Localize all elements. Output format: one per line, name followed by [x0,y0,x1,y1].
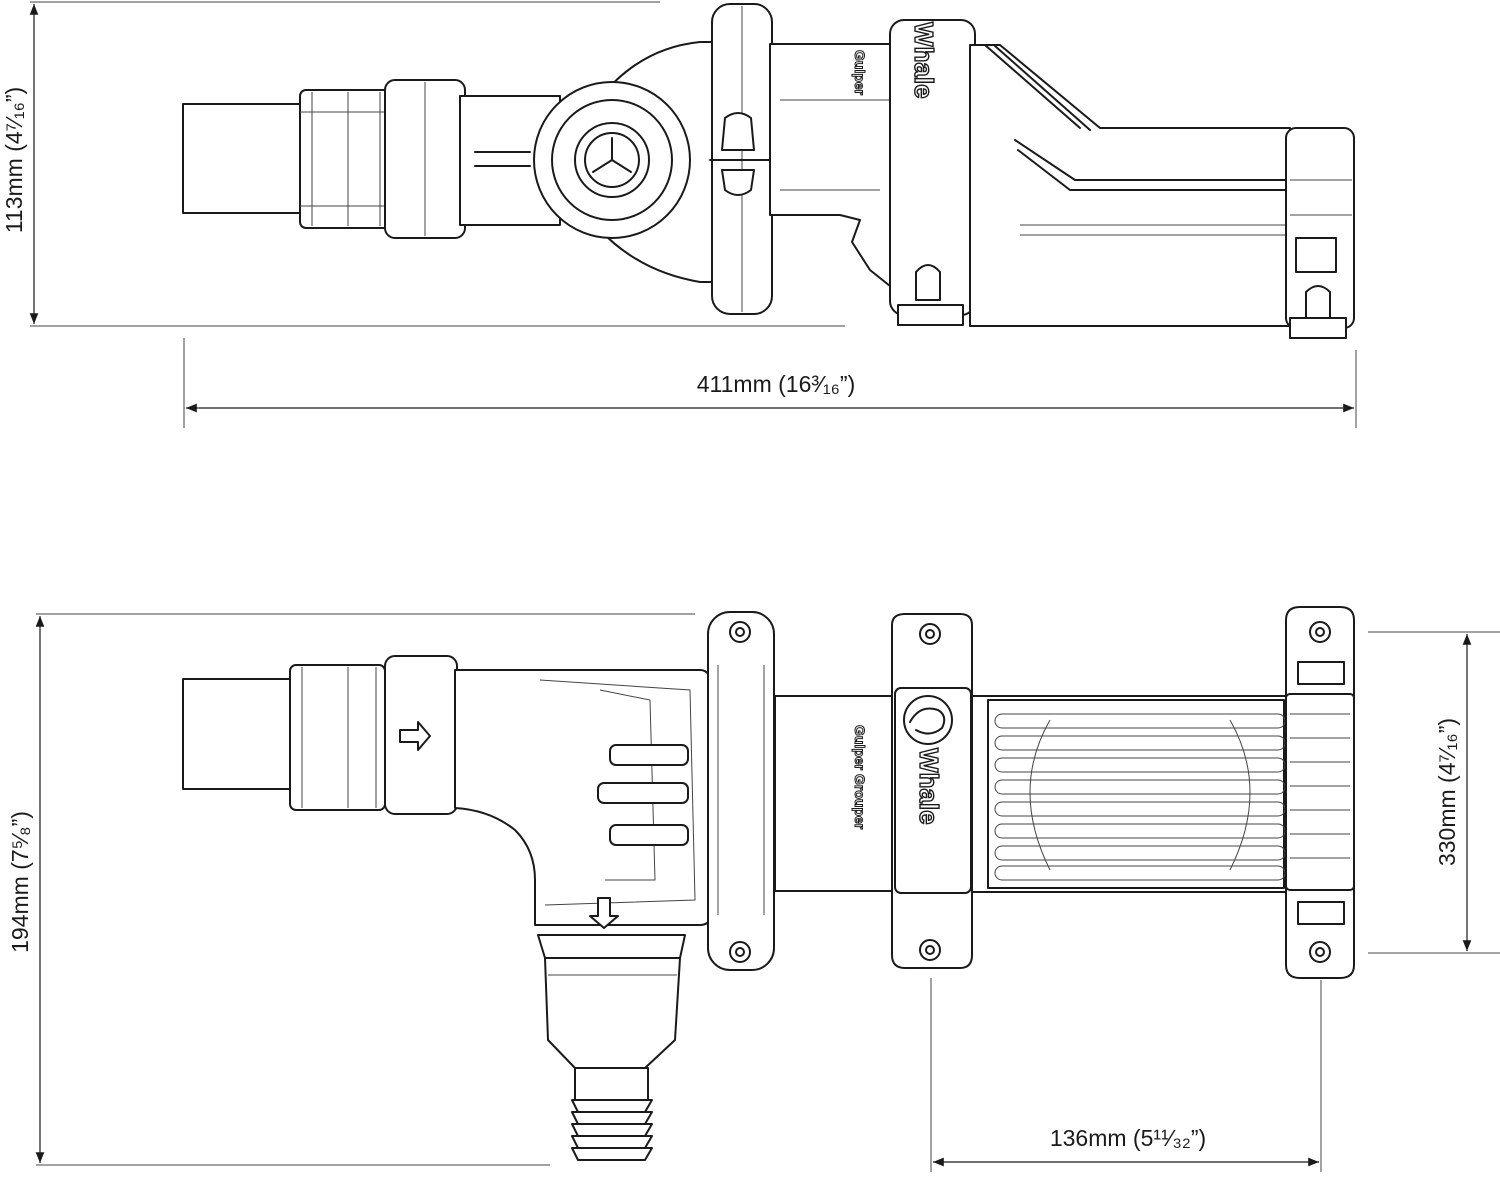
dimension-label-side-height: 113mm (4⁷⁄₁₆”) [1,87,27,233]
cooling-fins [994,713,1286,881]
model-label-top: Gulper Grouper [852,725,868,830]
hose-barb [571,1099,653,1161]
brand-label-top: Whale [914,748,944,825]
brand-label-side: Whale [909,22,939,99]
side-view: Gulper Whale 113mm (4⁷⁄₁₆”) 411mm (16³⁄₁… [1,1,1357,428]
dimension-label-side-length: 411mm (16³⁄₁₆”) [697,371,855,397]
whale-logo-icon [903,695,953,745]
dimension-label-mount-spacing: 136mm (5¹¹⁄₃₂”) [1050,1125,1206,1151]
dimension-label-top-height: 194mm (7⁵⁄₈”) [7,811,33,953]
arrow-down-icon [589,897,619,929]
model-label-side: Gulper [852,50,868,96]
dimension-label-top-width: 330mm (4⁷⁄₁₆”) [1434,718,1460,866]
top-view: Gulper Grouper Whale [7,606,1500,1172]
arrow-right-icon [399,721,431,751]
